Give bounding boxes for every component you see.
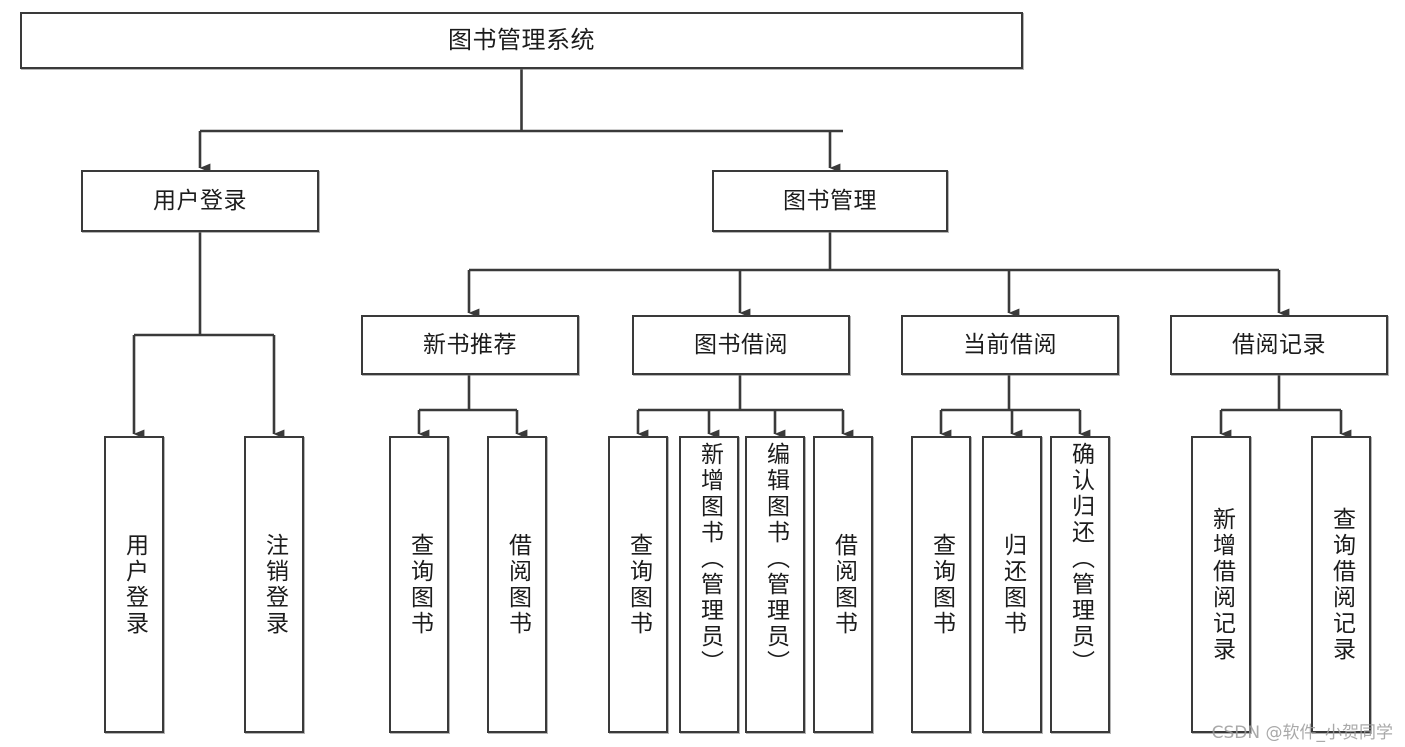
node-leaf-borrow-book-2-label: 借阅图书 [830,532,857,637]
node-leaf-return-book-label: 归还图书 [999,532,1026,637]
node-leaf-edit-book-admin[interactable]: 编辑图书（管理员） [745,436,805,733]
node-current-borrow-label: 当前借阅 [963,331,1057,358]
node-leaf-query-book-1[interactable]: 查询图书 [389,436,449,733]
node-leaf-return-book[interactable]: 归还图书 [982,436,1042,733]
node-leaf-query-borrow-record-label: 查询借阅记录 [1328,506,1355,663]
csdn-watermark: CSDN @软件_小贺同学 [1211,723,1393,743]
node-user-login[interactable]: 用户登录 [81,170,319,232]
node-current-borrow[interactable]: 当前借阅 [901,315,1119,375]
node-leaf-borrow-book-2[interactable]: 借阅图书 [813,436,873,733]
node-leaf-query-book-2[interactable]: 查询图书 [608,436,668,733]
node-leaf-user-login-label: 用户登录 [121,532,148,637]
node-root-label: 图书管理系统 [448,25,595,54]
node-leaf-query-borrow-record[interactable]: 查询借阅记录 [1311,436,1371,733]
node-leaf-query-book-1-label: 查询图书 [406,532,433,637]
node-leaf-borrow-book-1[interactable]: 借阅图书 [487,436,547,733]
node-leaf-confirm-return-admin[interactable]: 确认归还（管理员） [1050,436,1110,733]
node-book-borrow[interactable]: 图书借阅 [632,315,850,375]
node-leaf-add-borrow-record[interactable]: 新增借阅记录 [1191,436,1251,733]
node-book-management[interactable]: 图书管理 [712,170,948,232]
node-leaf-logout[interactable]: 注销登录 [244,436,304,733]
node-leaf-query-book-2-label: 查询图书 [625,532,652,637]
node-new-book-recommend[interactable]: 新书推荐 [361,315,579,375]
node-leaf-add-book-admin-label: 新增图书（管理员） [696,442,723,676]
node-leaf-edit-book-admin-label: 编辑图书（管理员） [762,442,789,676]
node-leaf-query-book-3[interactable]: 查询图书 [911,436,971,733]
node-leaf-user-login[interactable]: 用户登录 [104,436,164,733]
node-book-management-label: 图书管理 [783,187,877,214]
node-leaf-add-borrow-record-label: 新增借阅记录 [1208,506,1235,663]
node-leaf-add-book-admin[interactable]: 新增图书（管理员） [679,436,739,733]
node-leaf-logout-label: 注销登录 [261,532,288,637]
node-book-borrow-label: 图书借阅 [694,331,788,358]
node-root[interactable]: 图书管理系统 [20,12,1023,69]
node-new-book-recommend-label: 新书推荐 [423,331,517,358]
node-leaf-confirm-return-admin-label: 确认归还（管理员） [1067,442,1094,676]
node-user-login-label: 用户登录 [153,187,247,214]
node-borrow-records-label: 借阅记录 [1232,331,1326,358]
node-leaf-query-book-3-label: 查询图书 [928,532,955,637]
node-borrow-records[interactable]: 借阅记录 [1170,315,1388,375]
node-leaf-borrow-book-1-label: 借阅图书 [504,532,531,637]
